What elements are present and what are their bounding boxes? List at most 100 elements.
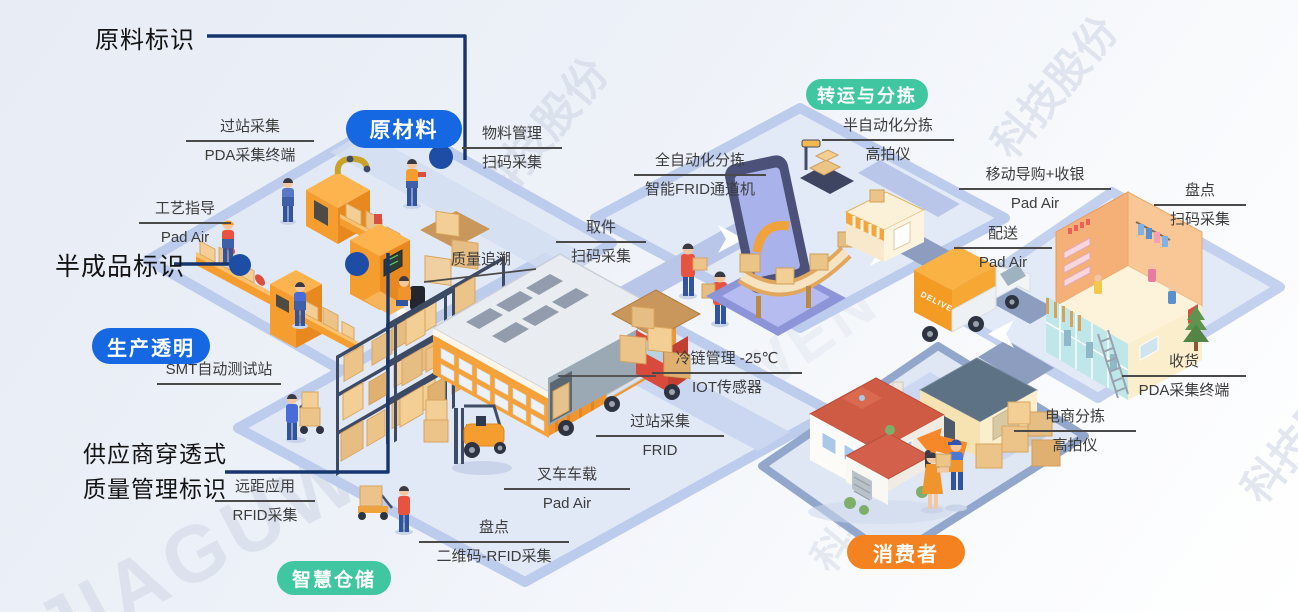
forklift [423, 399, 512, 475]
label-underline [1014, 430, 1136, 433]
callout-connectors [174, 34, 467, 474]
label-subtitle: IOT传感器 [692, 379, 762, 397]
label-underline [157, 383, 281, 386]
label-underline [186, 140, 314, 143]
label-title: 过站采集 [219, 118, 280, 135]
label-remote-app: 远距应用 RFID采集 [215, 478, 315, 526]
label-underline [419, 541, 569, 544]
label-underline [1122, 375, 1246, 378]
scan-worker-pallet [403, 159, 490, 286]
production-area [196, 155, 490, 353]
badge-label: 智慧仓储 [291, 569, 376, 591]
label-title: 取件 [585, 219, 616, 236]
label-title: 叉车车载 [536, 466, 597, 483]
label-underline [462, 147, 562, 150]
ladder [1097, 329, 1129, 399]
shoe-shelf [1063, 237, 1091, 288]
label-subtitle: 扫码采集 [1169, 211, 1230, 229]
label-title: 电商分拣 [1044, 408, 1105, 425]
boxes-stack [420, 210, 490, 286]
label-title: 全自动化分拣 [654, 152, 745, 169]
label-subtitle: 二维码-RFID采集 [436, 548, 552, 566]
label-subtitle: RFID采集 [232, 507, 298, 525]
label-subtitle: PDA采集终端 [1138, 382, 1230, 400]
arrow-icon [988, 320, 1014, 348]
retail-store-building [1045, 191, 1209, 400]
label-subtitle: 扫码采集 [570, 248, 631, 266]
label-subtitle: 智能FRID通道机 [645, 181, 755, 199]
callout-line-1: 供应商穿透式 [83, 441, 227, 467]
store-sign [1068, 219, 1090, 234]
label-underline [634, 174, 766, 177]
label-underline [822, 139, 954, 142]
label-title: 移动导购+收银 [985, 166, 1085, 183]
badge-production-transparency: 生产透明 [92, 328, 210, 364]
label-subtitle: FRID [642, 442, 678, 460]
pallet-jack-worker [358, 485, 413, 535]
document-camera [800, 139, 854, 194]
label-title: 半自动化分拣 [842, 117, 933, 134]
badge-label: 生产透明 [107, 337, 195, 360]
quality-station-machine [350, 214, 425, 324]
label-underline [556, 241, 646, 244]
label-subtitle: 高拍仪 [865, 146, 911, 164]
label-receive-goods: 收货 PDA采集终端 [1122, 353, 1246, 401]
label-ecommerce-sorting: 电商分拣 高拍仪 [1014, 408, 1136, 456]
label-underline [215, 500, 315, 503]
badge-raw-material: 原材料 [346, 110, 462, 148]
courier-worker [679, 243, 708, 300]
label-underline [1154, 204, 1246, 207]
worker [280, 178, 296, 225]
dot-raw-material [429, 145, 453, 169]
label-pickup: 取件 扫码采集 [556, 219, 646, 267]
road-across-sorting [858, 160, 960, 217]
badge-label: 原材料 [369, 119, 439, 142]
label-subtitle: 扫码采集 [481, 154, 542, 172]
thin-pointer-lines [423, 268, 656, 377]
label-forklift-mounted: 叉车车载 Pad Air [504, 466, 630, 514]
label-title: 盘点 [1184, 182, 1215, 199]
label-stocktake-store: 盘点 扫码采集 [1154, 182, 1246, 230]
boxes-stack [423, 399, 449, 443]
pallet-boxes [610, 289, 702, 380]
boxes-stack [340, 307, 446, 462]
label-cold-chain: 冷链管理 -25℃ IOT传感器 [652, 350, 802, 398]
label-underline [139, 222, 231, 225]
label-quality-trace: 质量追溯 [442, 251, 520, 269]
label-underline [652, 372, 802, 375]
consumer-woman [921, 450, 949, 514]
raw-id-connector [207, 34, 467, 160]
label-underline [504, 488, 630, 491]
trolley-worker [286, 391, 324, 443]
delivery-truck: DELIVERY [914, 246, 1031, 342]
label-subtitle: Pad Air [978, 254, 1028, 272]
label-subtitle: 高拍仪 [1052, 437, 1098, 455]
label-title: 冷链管理 -25℃ [675, 350, 779, 367]
worker [292, 282, 308, 329]
shopper [1094, 262, 1176, 304]
rfid-gate [752, 221, 790, 253]
label-title: 物料管理 [481, 125, 542, 142]
badge-consumer: 消费者 [847, 535, 965, 569]
trace-pointer [423, 268, 537, 283]
label-pass-collection-1: 过站采集 PDA采集终端 [186, 118, 314, 166]
balcony-rails [1046, 298, 1081, 331]
consumer-area [808, 357, 1061, 524]
dot-semi-product [229, 254, 251, 276]
label-underline [954, 247, 1052, 250]
label-mobile-guide-cashier: 移动导购+收银 Pad Air [959, 166, 1111, 214]
road-retail-to-consumer [978, 340, 1054, 385]
arrow-icon [718, 225, 744, 253]
production-walkway [330, 132, 594, 280]
label-title: 收货 [1168, 353, 1199, 370]
label-title: 配送 [987, 225, 1018, 242]
callout-supplier-quality-id: 供应商穿透式 质量管理标识 [83, 437, 227, 507]
label-subtitle: Pad Air [1010, 195, 1060, 213]
label-semi-auto-sorting: 半自动化分拣 高拍仪 [822, 117, 954, 165]
label-delivery: 配送 Pad Air [954, 225, 1052, 273]
callout-semi-product-id: 半成品标识 [55, 253, 186, 281]
badge-label: 转运与分拣 [817, 85, 917, 106]
window-grid [440, 347, 545, 432]
storage-rack [336, 287, 455, 476]
